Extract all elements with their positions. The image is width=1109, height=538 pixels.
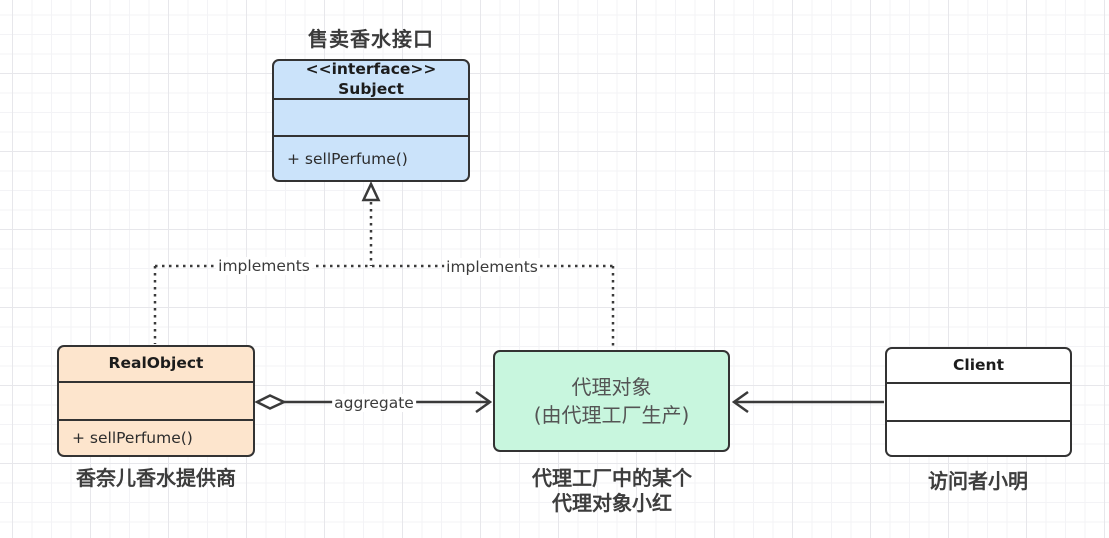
proxy-object-node: 代理对象 (由代理工厂生产) [493,350,730,452]
client-caption: 访问者小明 [928,469,1028,493]
real-object-name: RealObject [108,354,204,373]
client-fields-compartment [887,384,1070,422]
proxy-object-caption-line1: 代理工厂中的某个 [532,466,692,490]
aggregate-diamond [254,394,287,410]
implements-left-label: implements [216,257,312,275]
interface-title: 售卖香水接口 [308,27,434,51]
realization-triangle-arrowhead [361,181,381,202]
interface-header-compartment: <<interface>> Subject [274,61,468,100]
aggregate-label: aggregate [332,394,416,412]
proxy-object-caption: 代理工厂中的某个 代理对象小红 [502,466,722,516]
client-name: Client [953,355,1004,374]
interface-stereotype: <<interface>> [305,60,437,79]
interface-fields-compartment [274,100,468,137]
interface-method: + sellPerfume() [287,149,408,168]
proxy-object-caption-line2: 代理对象小红 [552,491,672,515]
implements-right-label: implements [444,258,540,276]
client-header-compartment: Client [887,349,1070,384]
real-object-header-compartment: RealObject [59,347,253,383]
client-class: Client [885,347,1072,457]
real-object-methods-compartment: + sellPerfume() [59,421,253,455]
interface-methods-compartment: + sellPerfume() [274,137,468,180]
client-association-arrowhead [731,390,749,414]
real-object-method: + sellPerfume() [72,429,193,447]
real-object-class: RealObject + sellPerfume() [57,345,255,457]
interface-name: Subject [338,79,404,98]
proxy-object-line1: 代理对象 [571,375,652,399]
proxy-object-line2: (由代理工厂生产) [533,403,690,427]
aggregate-arrowhead [475,390,493,414]
real-object-fields-compartment [59,383,253,421]
subject-interface-class: <<interface>> Subject + sellPerfume() [272,59,470,182]
real-object-caption: 香奈儿香水提供商 [76,466,236,490]
